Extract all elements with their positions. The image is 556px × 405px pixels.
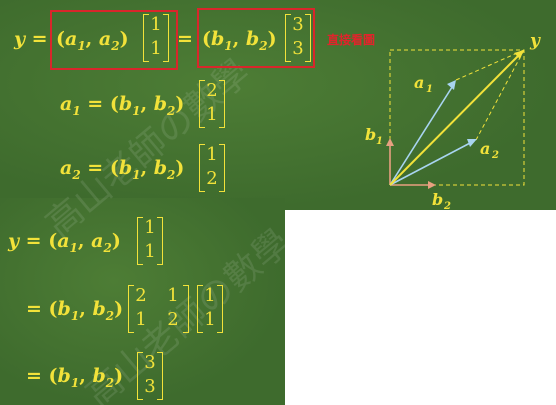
bottom-line1: y = (a1, a2)	[8, 230, 121, 255]
label-b1-sub: 1	[376, 136, 383, 147]
chalkboard-bottom	[0, 198, 285, 405]
top-line2: a1 = (b1, b2)	[60, 93, 185, 118]
bracket-left	[137, 352, 143, 400]
bracket-right	[219, 144, 225, 192]
a-basis-pair: (a1, a2)	[56, 28, 129, 53]
bracket-left	[197, 285, 203, 333]
label-b2: b	[432, 190, 443, 209]
a2-arrowhead	[467, 139, 477, 147]
b-basis-pair: (b1, b2)	[202, 28, 277, 53]
dashed-a1-to-y	[455, 49, 525, 81]
label-a2: a	[480, 139, 490, 158]
matrix-cell: 1	[150, 38, 162, 59]
a1-vector	[389, 83, 455, 186]
matrix-cell: 3	[292, 38, 304, 59]
dashed-a2-to-y	[475, 49, 525, 141]
note-read-from-figure: 直接看圖	[327, 33, 376, 47]
red-box-a-basis	[50, 10, 178, 70]
matrix-cell: 1	[206, 104, 218, 125]
equals: =	[31, 28, 48, 50]
bracket-right	[157, 352, 163, 400]
matrix-cell: 2	[206, 80, 218, 101]
bracket-right	[217, 285, 223, 333]
b2-arrowhead	[428, 181, 436, 189]
matrix-cell: 2	[206, 168, 218, 189]
red-box-b-basis	[197, 8, 315, 68]
y-vector	[389, 53, 521, 186]
matrix-cell: 3	[144, 352, 156, 373]
bracket-right	[183, 285, 189, 333]
bracket-right	[163, 14, 169, 62]
dashed-box	[389, 49, 525, 186]
bracket-left	[128, 285, 134, 333]
matrix-cell: 1	[167, 285, 179, 306]
vector-diagram: y a 1 a 2 b 1 b 2	[365, 31, 541, 210]
equals-2: =	[177, 28, 193, 50]
top-line3: a2 = (b1, b2)	[60, 157, 185, 182]
bracket-right	[305, 14, 311, 62]
top-line1: y =	[14, 27, 48, 51]
label-b2-sub: 2	[443, 201, 451, 210]
chalkboard-top	[0, 0, 556, 210]
bracket-right	[219, 80, 225, 128]
matrix-cell: 1	[144, 217, 156, 238]
bracket-left	[137, 217, 143, 265]
label-b1: b	[365, 125, 376, 144]
a2-vector	[389, 141, 473, 186]
matrix-cell: 2	[135, 285, 147, 306]
var-y: y	[14, 28, 26, 50]
label-a1: a	[414, 73, 424, 92]
bracket-left	[285, 14, 291, 62]
matrix-cell: 3	[144, 376, 156, 397]
bottom-line3: = (b1, b2)	[26, 365, 124, 390]
label-y: y	[529, 31, 541, 51]
matrix-cell: 3	[292, 14, 304, 35]
a1-arrowhead	[447, 80, 456, 90]
bracket-left	[199, 144, 205, 192]
matrix-cell: 1	[135, 309, 147, 330]
matrix-cell: 1	[204, 285, 216, 306]
matrix-cell: 1	[206, 144, 218, 165]
label-a1-sub: 1	[426, 84, 433, 95]
matrix-cell: 1	[204, 309, 216, 330]
y-arrowhead	[514, 50, 524, 59]
matrix-cell: 2	[167, 309, 179, 330]
b1-arrowhead	[386, 138, 394, 146]
bracket-left	[199, 80, 205, 128]
matrix-cell: 1	[144, 241, 156, 262]
matrix-cell: 1	[150, 14, 162, 35]
bracket-right	[157, 217, 163, 265]
bracket-left	[143, 14, 149, 62]
bottom-line2: = (b1, b2)	[26, 298, 124, 323]
label-a2-sub: 2	[491, 150, 499, 161]
